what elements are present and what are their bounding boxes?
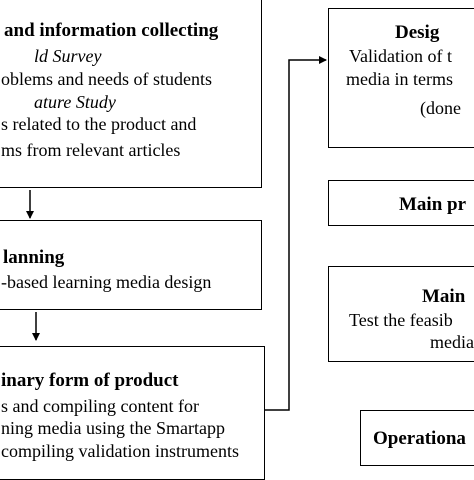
planning-box: lanning -based learning media design	[0, 220, 262, 310]
arrow-box3-to-design	[265, 56, 327, 411]
planning-text: -based learning media design	[1, 272, 212, 292]
operational-title: Operationa	[373, 428, 466, 449]
planning-title: lanning	[3, 247, 65, 268]
literature-study-text-1: s related to the product and	[1, 114, 197, 134]
info-collecting-title: and information collecting	[4, 20, 219, 41]
design-validation-box: Desig Validation of t media in terms (do…	[328, 8, 474, 148]
info-collecting-box: and information collecting ld Survey obl…	[0, 0, 262, 188]
main-field-test-title: Main	[422, 286, 466, 307]
field-survey-text: oblems and needs of students	[1, 69, 212, 89]
design-validation-title: Desig	[395, 22, 440, 43]
design-validation-text-3: (done	[420, 98, 461, 118]
main-field-test-text-2: media	[430, 332, 474, 352]
preliminary-product-text-2: ning media using the Smartapp	[1, 418, 225, 438]
preliminary-product-text-1: s and compiling content for	[1, 396, 199, 416]
literature-study-heading: ature Study	[34, 92, 116, 112]
main-field-test-box: Main Test the feasib media	[328, 266, 474, 362]
preliminary-product-title: inary form of product	[1, 370, 179, 391]
design-validation-text-2: media in terms	[346, 69, 453, 89]
operational-box: Operationa	[360, 410, 474, 466]
field-survey-heading: ld Survey	[34, 46, 102, 66]
preliminary-product-text-3: compiling validation instruments	[1, 441, 239, 461]
literature-study-text-2: ms from relevant articles	[1, 140, 181, 160]
main-field-test-text-1: Test the feasib	[349, 310, 453, 330]
design-validation-text-1: Validation of t	[349, 46, 452, 66]
main-product-title: Main pr	[399, 194, 467, 215]
main-product-box: Main pr	[328, 180, 474, 226]
preliminary-product-box: inary form of product s and compiling co…	[0, 346, 265, 480]
